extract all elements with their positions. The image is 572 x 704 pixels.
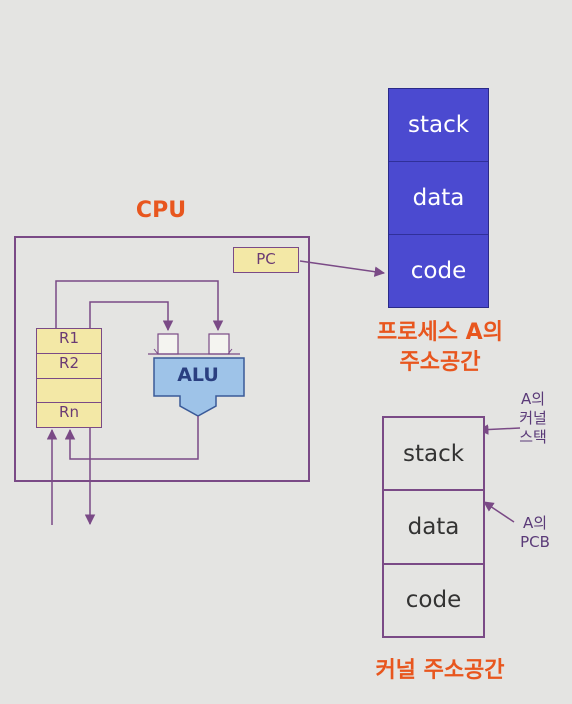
kernel-stack-note-line: 스택 — [519, 428, 547, 446]
process-data-segment: data — [389, 162, 488, 235]
alu-shape — [153, 357, 245, 417]
register-r2: R2 — [37, 354, 101, 379]
cpu-title: CPU — [135, 198, 187, 223]
pcb-note-line: PCB — [520, 533, 550, 551]
pcb-note-arrow — [483, 501, 515, 523]
bus-wire-r-to-alu — [89, 301, 174, 332]
register-rn: Rn — [59, 403, 79, 422]
kernel-code-segment: code — [405, 587, 462, 614]
bus-wire-r1-to-alu — [55, 280, 224, 332]
process-code-segment: code — [410, 258, 467, 284]
alu-output-wire — [64, 416, 199, 460]
register-empty — [37, 379, 101, 404]
kernel-stack-note: A의 커널 스택 — [510, 390, 556, 447]
register-file: R1 R2 Rn — [36, 328, 102, 428]
process-a-caption: 프로세스 A의 주소공간 — [340, 318, 540, 378]
process-a-caption-line2: 주소공간 — [399, 350, 481, 375]
kernel-stack-note-line: A의 — [520, 390, 546, 408]
process-a-caption-line1: 프로세스 A의 — [377, 320, 503, 345]
cpu-box — [14, 236, 310, 482]
kernel-data-segment: data — [384, 491, 483, 565]
pcb-note: A의 PCB — [510, 514, 560, 552]
pcb-note-line: A의 — [522, 514, 548, 532]
kernel-stack-segment: stack — [384, 418, 483, 492]
kernel-stack-note-arrow — [477, 424, 521, 435]
pc-to-code-arrow — [299, 260, 386, 277]
process-a-address-space: stack data code — [388, 88, 489, 308]
kernel-address-space: stack data code — [382, 416, 485, 638]
register-r1: R1 — [37, 329, 101, 354]
alu-label: ALU — [177, 364, 219, 386]
program-counter: PC — [233, 247, 299, 273]
kernel-caption: 커널 주소공간 — [375, 658, 505, 683]
process-stack-segment: stack — [389, 89, 488, 162]
kernel-stack-note-line: 커널 — [519, 409, 547, 427]
